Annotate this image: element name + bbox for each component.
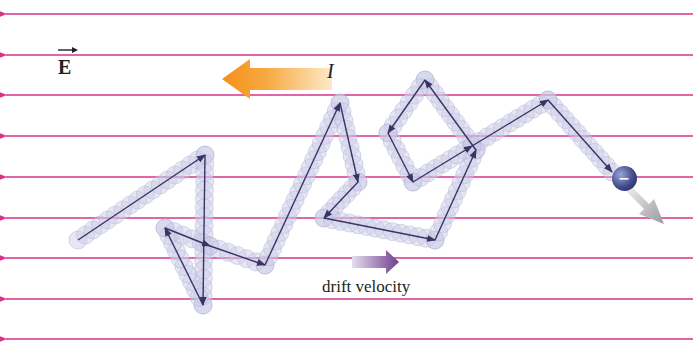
path-step [324, 218, 435, 240]
path-step [210, 246, 265, 265]
drift-label: drift velocity [322, 277, 410, 297]
trail-beads [69, 71, 621, 314]
motion-arrow [625, 185, 664, 224]
field-line [6, 338, 693, 339]
path-step [413, 146, 472, 182]
field-line [6, 13, 693, 14]
path-step [340, 103, 358, 182]
electron-path [78, 80, 612, 305]
electron: − [612, 166, 637, 191]
path-step [165, 228, 210, 246]
field-line [6, 94, 693, 95]
path-step [472, 100, 548, 146]
path-step [203, 155, 205, 305]
field-line [6, 54, 693, 55]
path-step [265, 103, 340, 265]
charge-sign: − [618, 171, 630, 185]
field-line [6, 298, 693, 299]
current-arrow [222, 59, 332, 99]
path-step [435, 150, 476, 240]
path-step [548, 100, 612, 172]
path-step [165, 228, 203, 305]
drift-arrow [352, 250, 399, 274]
path-step [78, 155, 205, 240]
path-step [388, 133, 413, 182]
field-symbol: E [58, 56, 71, 79]
current-symbol: I [327, 60, 334, 83]
field-lines [6, 14, 693, 339]
field-line [6, 257, 693, 258]
path-step [425, 80, 476, 150]
path-step [388, 80, 425, 133]
path-step [324, 182, 358, 218]
